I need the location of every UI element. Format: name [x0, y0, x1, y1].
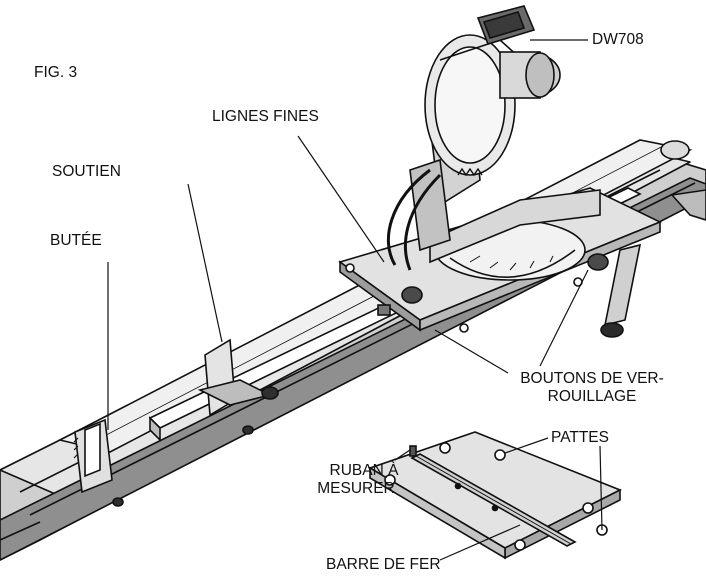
stop-label: BUTÉE: [50, 232, 102, 249]
iron-bar-label: BARRE DE FER: [326, 556, 441, 573]
leader-lock-2: [539, 269, 589, 367]
leader-fine-lines: [297, 135, 385, 263]
tape-label-line1: RUBAN À: [329, 462, 399, 479]
mounting-plate: [368, 431, 622, 560]
figure-label: FIG. 3: [34, 64, 78, 81]
saw-base: [338, 187, 662, 333]
stand-leg: [600, 189, 706, 338]
leader-tabs-2: [599, 445, 603, 531]
model-label: DW708: [592, 31, 644, 48]
support-bracket: [197, 338, 279, 435]
lock-knobs: [377, 253, 609, 316]
leader-iron-bar: [439, 524, 521, 561]
leader-tape: [394, 449, 411, 461]
tabs-label: PATTES: [551, 429, 609, 446]
leader-support: [187, 183, 223, 343]
fine-lines-label: LIGNES FINES: [212, 108, 319, 125]
lock-knobs-label-line1: BOUTONS DE VER-: [520, 370, 664, 387]
leader-lines: [107, 39, 603, 561]
leader-tabs-1: [504, 437, 549, 454]
tape-label-line2: MESURER: [317, 480, 395, 497]
miter-saw: [386, 5, 561, 271]
support-label: SOUTIEN: [52, 163, 121, 180]
leader-lock-1: [434, 329, 509, 374]
lock-knobs-label-line2: ROUILLAGE: [547, 388, 637, 405]
stop-block: [73, 418, 124, 507]
